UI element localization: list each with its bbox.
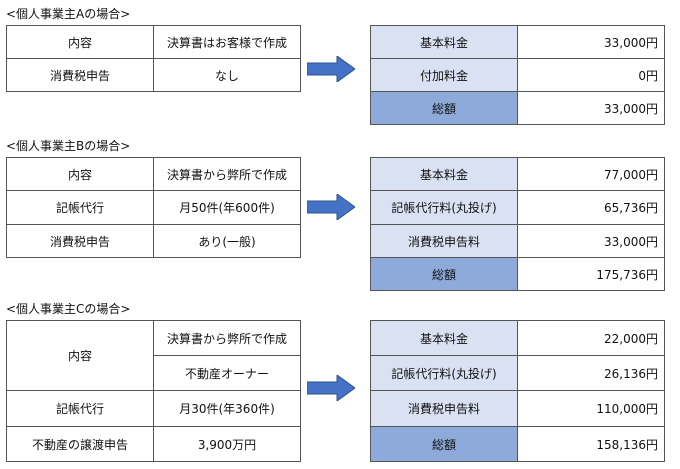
fee-label: 基本料金 [370,320,518,356]
total-row: 総額 175,736円 [370,257,665,291]
fee-label: 記帳代行料(丸投げ) [370,355,518,391]
right-table-case-c: 基本料金 22,000円 記帳代行料(丸投げ) 26,136円 消費税申告料 1… [370,320,665,462]
fee-label: 消費税申告料 [370,224,518,258]
fee-value: 77,000円 [517,157,665,191]
total-value: 158,136円 [517,426,665,462]
left-table-case-c: 内容 決算書から弊所で作成 不動産オーナー 記帳代行 月30件(年360件) 不… [6,320,301,462]
fee-value: 22,000円 [517,320,665,356]
table-row: 消費税申告料 110,000円 [370,390,665,427]
row-label: 内容 [6,157,154,191]
fee-value: 33,000円 [517,224,665,258]
arrow-right-icon [307,56,355,82]
row-value: 決算書から弊所で作成 [153,157,301,191]
fee-label: 基本料金 [370,25,518,59]
fee-value: 110,000円 [517,390,665,427]
heading-case-c: <個人事業主Cの場合> [6,302,131,316]
fee-label: 基本料金 [370,157,518,191]
right-table-case-b: 基本料金 77,000円 記帳代行料(丸投げ) 65,736円 消費税申告料 3… [370,157,665,291]
row-value: なし [153,58,301,92]
row-label: 内容 [6,25,154,59]
total-row: 総額 158,136円 [370,426,665,462]
total-label: 総額 [370,426,518,462]
total-row: 総額 33,000円 [370,91,665,125]
table-row: 内容 決算書から弊所で作成 [6,157,301,191]
row-label: 消費税申告 [6,224,154,258]
heading-case-a: <個人事業主Aの場合> [6,7,131,21]
fee-label: 記帳代行料(丸投げ) [370,190,518,225]
table-row: 消費税申告料 33,000円 [370,224,665,258]
arrow-right-icon [307,375,355,401]
left-table-case-b: 内容 決算書から弊所で作成 記帳代行 月50件(年600件) 消費税申告 あり(… [6,157,301,258]
table-row: 基本料金 33,000円 [370,25,665,59]
row-value: 月50件(年600件) [153,190,301,225]
arrow-right-icon [307,194,355,220]
table-row: 記帳代行 月30件(年360件) [6,390,301,427]
table-row: 不動産オーナー [7,355,301,391]
row-value: 決算書はお客様で作成 [153,25,301,59]
table-row: 付加料金 0円 [370,58,665,92]
row-value: あり(一般) [153,224,301,258]
fee-label: 消費税申告料 [370,390,518,427]
table-row: 内容 決算書はお客様で作成 [6,25,301,59]
row-label: 記帳代行 [6,390,154,427]
table-row: 内容 決算書から弊所で作成 [6,320,301,391]
total-value: 33,000円 [517,91,665,125]
table-row: 記帳代行 月50件(年600件) [6,190,301,225]
row-label: 記帳代行 [6,190,154,225]
total-label: 総額 [370,257,518,291]
table-row: 基本料金 22,000円 [370,320,665,356]
left-table-case-a: 内容 決算書はお客様で作成 消費税申告 なし [6,25,301,92]
table-row: 基本料金 77,000円 [370,157,665,191]
total-value: 175,736円 [517,257,665,291]
row-label: 不動産の譲渡申告 [6,426,154,462]
fee-value: 33,000円 [517,25,665,59]
table-row: 消費税申告 あり(一般) [6,224,301,258]
fee-value: 65,736円 [517,190,665,225]
fee-label: 付加料金 [370,58,518,92]
row-label: 消費税申告 [6,58,154,92]
table-row: 消費税申告 なし [6,58,301,92]
right-table-case-a: 基本料金 33,000円 付加料金 0円 総額 33,000円 [370,25,665,125]
table-row: 記帳代行料(丸投げ) 65,736円 [370,190,665,225]
row-label: 内容 [6,320,154,391]
row-value: 月30件(年360件) [153,390,301,427]
heading-case-b: <個人事業主Bの場合> [6,139,131,153]
total-label: 総額 [370,91,518,125]
row-value: 決算書から弊所で作成 [153,320,301,356]
table-row: 記帳代行料(丸投げ) 26,136円 [370,355,665,391]
fee-value: 0円 [517,58,665,92]
row-value: 3,900万円 [153,426,301,462]
row-value: 不動産オーナー [153,355,301,391]
table-row: 不動産の譲渡申告 3,900万円 [6,426,301,462]
fee-value: 26,136円 [517,355,665,391]
